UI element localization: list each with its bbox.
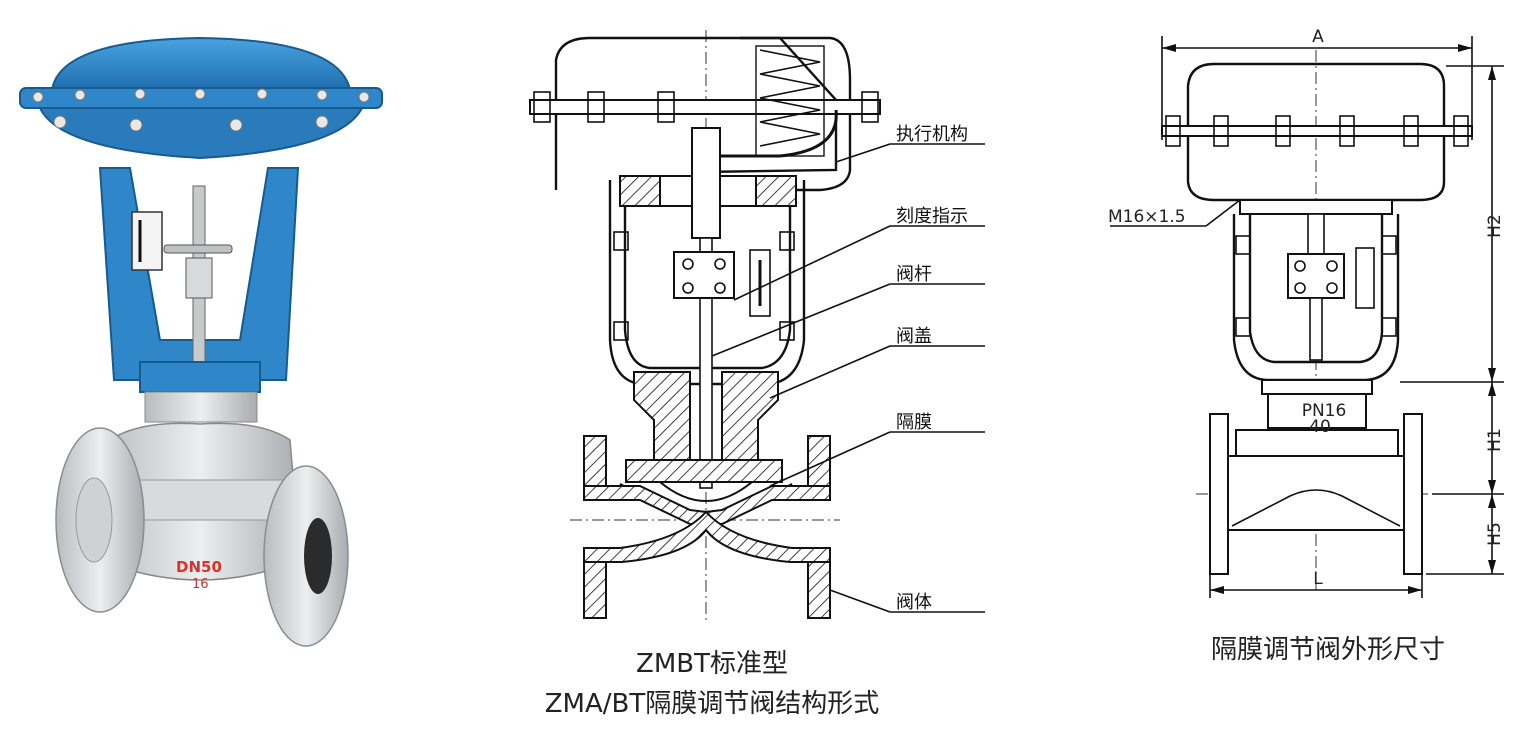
section-drawing: 执行机构 刻度指示 阀杆 阀盖 隔膜 阀体 ZMBT标准型 ZMA/BT隔膜调节… <box>529 30 985 719</box>
pn-label: PN16 <box>1302 401 1347 421</box>
dim-A: A <box>1312 27 1324 47</box>
outline-caption: 隔膜调节阀外形尺寸 <box>1211 635 1445 665</box>
label-diaphragm: 隔膜 <box>896 412 932 433</box>
section-caption-line1: ZMBT标准型 <box>636 649 788 679</box>
nameplate-pn: 16 <box>192 577 209 592</box>
label-scale-indicator: 刻度指示 <box>896 206 968 227</box>
thread-spec: M16×1.5 <box>1108 207 1186 227</box>
dim-H2: H2 <box>1485 214 1505 238</box>
label-valve-body: 阀体 <box>896 592 932 613</box>
outline-drawing: A PN16 40 <box>1108 27 1505 665</box>
valve-photo: DN50 16 <box>19 36 383 647</box>
dim-H5: H5 <box>1485 522 1505 546</box>
dn-label: 40 <box>1309 417 1331 437</box>
label-actuator: 执行机构 <box>896 124 968 145</box>
section-caption-line2: ZMA/BT隔膜调节阀结构形式 <box>545 689 880 719</box>
label-bonnet: 阀盖 <box>896 326 932 347</box>
nameplate-dn: DN50 <box>176 558 222 576</box>
dim-H1: H1 <box>1485 428 1505 452</box>
dim-L: L <box>1313 569 1323 589</box>
label-valve-stem: 阀杆 <box>896 264 932 285</box>
